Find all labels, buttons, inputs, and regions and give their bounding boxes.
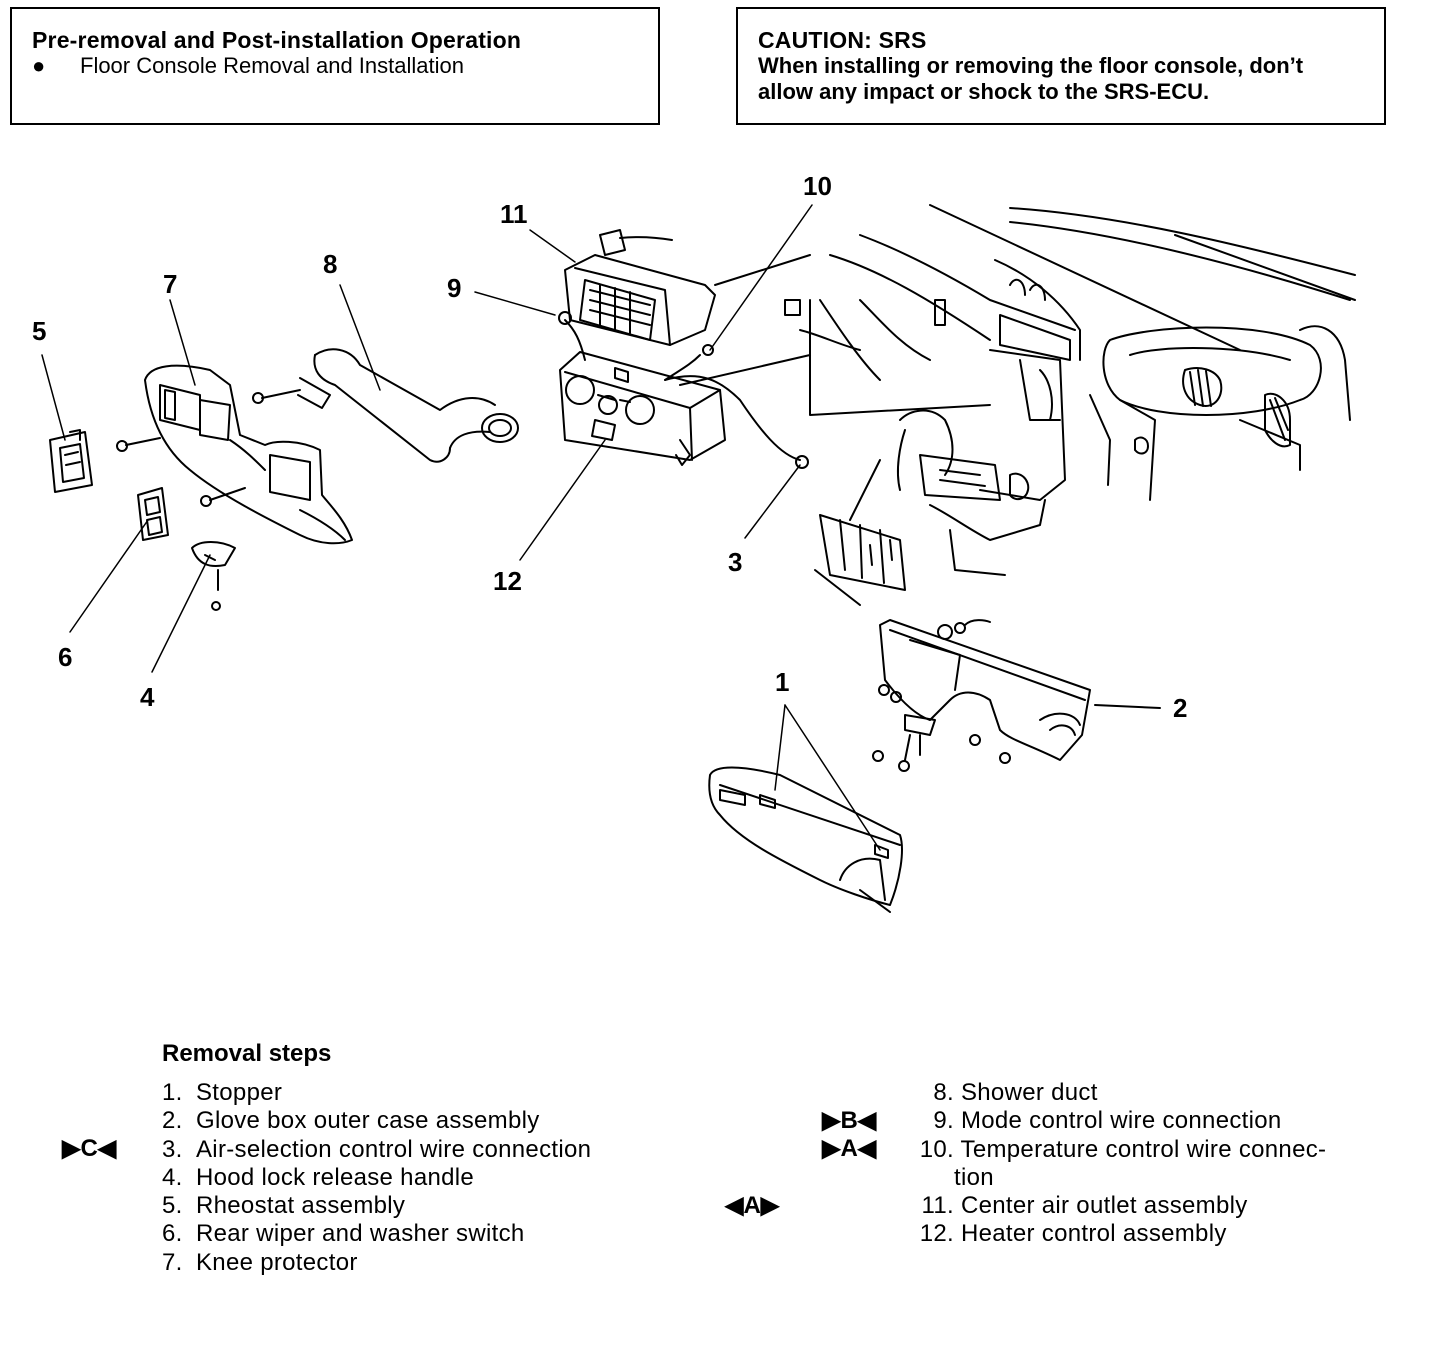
caution-line-1: When installing or removing the floor co…: [758, 53, 1304, 78]
knee-protector-drawing: [116, 364, 353, 545]
caution-title: CAUTION: SRS: [758, 27, 927, 53]
step-row: 11. Center air outlet assembly: [904, 1192, 1326, 1220]
shower-duct-drawing: [252, 348, 519, 463]
step-row: 10. Temperature control wire connec-: [904, 1136, 1326, 1164]
step-number: 5.: [162, 1192, 183, 1220]
step-row: 12. Heater control assembly: [904, 1220, 1326, 1248]
step-label: Knee protector: [196, 1248, 358, 1276]
caution-line-2: allow any impact or shock to the SRS-ECU…: [758, 79, 1210, 104]
step-row: 1. Stopper: [162, 1079, 591, 1107]
callout-10: 10: [803, 171, 832, 201]
step-row: 8. Shower duct: [904, 1079, 1326, 1107]
pre-removal-item: ● Floor Console Removal and Installation: [32, 53, 638, 79]
step-label: Stopper: [196, 1079, 283, 1106]
step-row: 4. Hood lock release handle: [162, 1164, 591, 1192]
service-mark-a-reverse: ◀A▶: [725, 1192, 780, 1219]
step-label: Shower duct: [960, 1079, 1098, 1106]
service-mark-b: ▶B◀: [822, 1107, 877, 1134]
callout-11: 11: [500, 199, 528, 229]
step-row: 3. Air-selection control wire connection: [162, 1136, 591, 1164]
leader-lines: [41, 204, 881, 851]
step-label: Air-selection control wire connection: [196, 1135, 592, 1163]
step-label: Temperature control wire connec-: [960, 1135, 1327, 1163]
step-number: 1.: [162, 1079, 183, 1106]
pre-removal-box: Pre-removal and Post-installation Operat…: [10, 7, 660, 125]
removal-steps-left: 1. Stopper 2. Glove box outer case assembl…: [162, 1079, 591, 1277]
service-mark-a: ▶A◀: [822, 1135, 877, 1162]
step-number: 11.: [921, 1192, 954, 1220]
callout-7: 7: [163, 269, 178, 299]
glove-box-outer-case-drawing: [872, 619, 1161, 772]
caution-box: CAUTION: SRS When installing or removing…: [736, 7, 1386, 125]
step-number: 9.: [933, 1107, 954, 1135]
center-air-outlet-drawing: [564, 229, 811, 346]
step-number: 3.: [162, 1135, 183, 1163]
step-number: 4.: [162, 1163, 183, 1191]
step-label: Rheostat assembly: [196, 1192, 406, 1220]
callout-3: 3: [728, 547, 743, 577]
step-label: Mode control wire connection: [960, 1107, 1282, 1135]
step-number: 10.: [919, 1135, 954, 1163]
callout-4: 4: [140, 682, 155, 712]
step-label: Rear wiper and washer switch: [196, 1220, 525, 1248]
removal-steps-right: 8. Shower duct 9. Mode control wire conn…: [904, 1079, 1326, 1249]
callout-12: 12: [493, 566, 522, 596]
step-number: 6.: [162, 1220, 183, 1248]
step-row-continuation: tion: [904, 1164, 1326, 1192]
step-label-continuation: tion: [954, 1163, 994, 1191]
control-wires-drawing: [558, 311, 811, 469]
callout-5: 5: [32, 316, 47, 346]
step-number: 12.: [919, 1220, 954, 1248]
step-label: Hood lock release handle: [196, 1163, 475, 1191]
step-row: 2. Glove box outer case assembly: [162, 1107, 591, 1135]
callout-8: 8: [323, 249, 338, 279]
step-row: 5. Rheostat assembly: [162, 1192, 591, 1220]
heater-control-drawing: [559, 351, 726, 466]
callout-2: 2: [1173, 693, 1188, 723]
removal-steps-heading: Removal steps: [162, 1040, 332, 1067]
hood-lock-handle-drawing: [191, 541, 236, 611]
callout-9: 9: [447, 273, 462, 303]
center-console-drawing: [809, 299, 1066, 606]
step-label: Center air outlet assembly: [960, 1192, 1248, 1220]
callout-6: 6: [58, 642, 73, 672]
step-row: 6. Rear wiper and washer switch: [162, 1220, 591, 1248]
step-label: Glove box outer case assembly: [196, 1107, 540, 1135]
rheostat-drawing: [49, 429, 93, 493]
rear-wiper-switch-drawing: [137, 487, 169, 541]
callout-1: 1: [775, 667, 790, 697]
step-label: Heater control assembly: [960, 1220, 1227, 1248]
step-row: 7. Knee protector: [162, 1249, 591, 1277]
pre-removal-title: Pre-removal and Post-installation Operat…: [32, 27, 522, 53]
step-number: 8.: [933, 1079, 954, 1106]
pre-removal-item-label: Floor Console Removal and Installation: [80, 53, 464, 78]
step-number: 2.: [162, 1107, 183, 1135]
step-number: 7.: [162, 1248, 183, 1276]
step-row: 9. Mode control wire connection: [904, 1107, 1326, 1135]
bullet-icon: ●: [32, 53, 46, 78]
service-mark-c: ▶C◀: [62, 1135, 117, 1162]
dashboard-drawing: [784, 204, 1356, 501]
